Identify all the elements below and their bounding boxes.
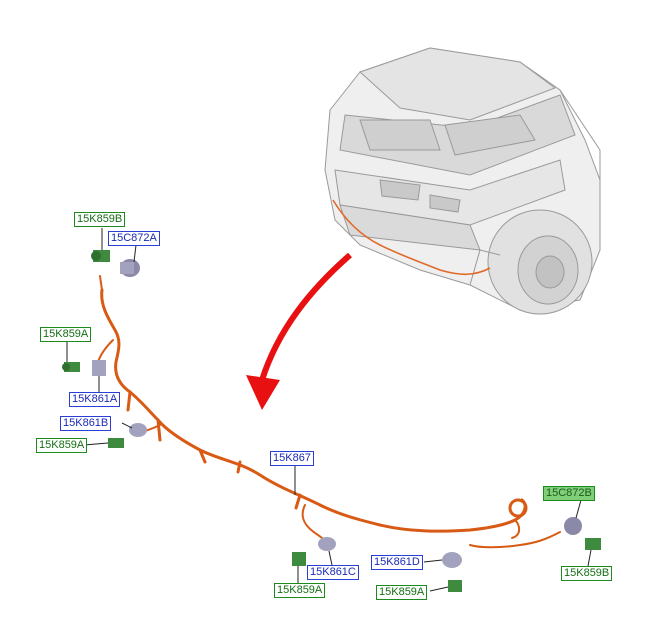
- connector-15K861D: [442, 552, 462, 568]
- connector-15C872B: [564, 517, 582, 535]
- callout-15K859A-left: 15K859A: [40, 327, 92, 342]
- connector-15C872A: [120, 259, 140, 277]
- callout-15C872A: 15C872A: [108, 231, 160, 246]
- connector-15K861C: [318, 537, 336, 551]
- sensor-15K859A-right: [448, 580, 462, 592]
- callout-15K859A-mid: 15K859A: [36, 438, 88, 453]
- callout-15K861D: 15K861D: [371, 555, 423, 570]
- callout-15K859A-bottom: 15K859A: [274, 583, 326, 598]
- callout-15K867: 15K867: [270, 451, 314, 466]
- callout-15K861C: 15K861C: [307, 565, 359, 580]
- connectors: [62, 250, 601, 592]
- callout-15K861A: 15K861A: [69, 392, 121, 407]
- vehicle-front-illustration: [324, 47, 601, 315]
- callout-15K859A-right: 15K859A: [376, 585, 428, 600]
- wiring-harness: [97, 275, 561, 549]
- sensor-15K859A-mid: [108, 438, 124, 448]
- sensor-15K859A-left: [62, 362, 80, 372]
- connector-15K861B: [129, 423, 147, 437]
- red-pointer-arrow: [246, 252, 352, 410]
- connector-15K861A: [92, 360, 106, 376]
- sensor-15K859B-right: [585, 538, 601, 550]
- callout-15K861B: 15K861B: [60, 416, 112, 431]
- callout-15C872B: 15C872B: [543, 486, 595, 501]
- sensor-15K859A-bottom: [292, 552, 306, 566]
- sensor-15K859B-top: [91, 250, 110, 262]
- leader-lines: [66, 228, 592, 592]
- callout-15K859B-right: 15K859B: [561, 566, 613, 581]
- callout-15K859B-top: 15K859B: [74, 212, 126, 227]
